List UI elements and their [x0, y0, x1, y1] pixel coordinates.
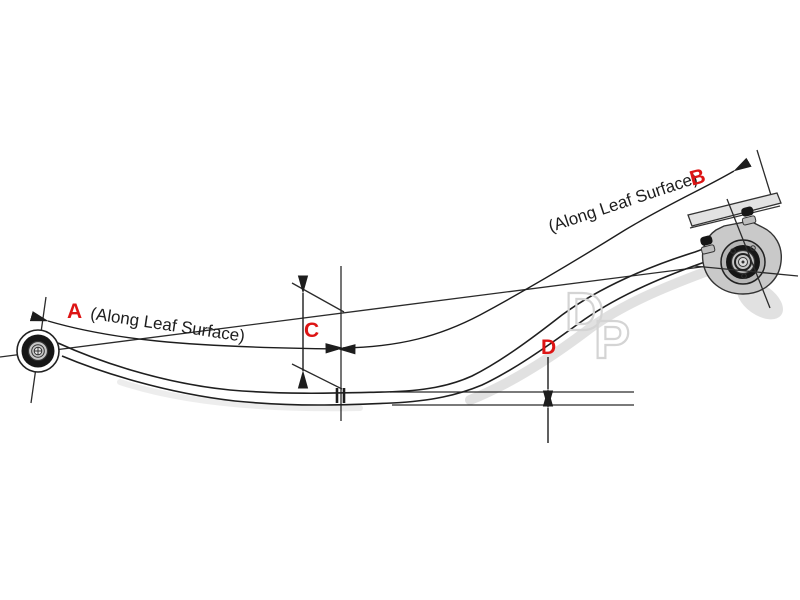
dimension-label-c: C — [304, 319, 320, 342]
leaf-top-surface — [57, 228, 741, 395]
c-extension-top — [291, 282, 345, 313]
shackle-bracket-assembly — [687, 192, 799, 309]
spring-eye-assembly — [16, 329, 60, 373]
watermark-logo: D P — [564, 281, 631, 371]
watermark-letter-d: D — [565, 282, 604, 342]
dimension-b-line — [325, 157, 752, 354]
dimension-label-a: A — [67, 300, 83, 323]
watermark-letter-p: P — [594, 310, 630, 370]
c-extension-bottom — [291, 363, 343, 390]
center-bolt-ticks — [335, 388, 346, 403]
dimension-lines — [29, 157, 752, 443]
dimension-a-line — [29, 311, 356, 355]
dimension-label-d: D — [541, 336, 557, 359]
